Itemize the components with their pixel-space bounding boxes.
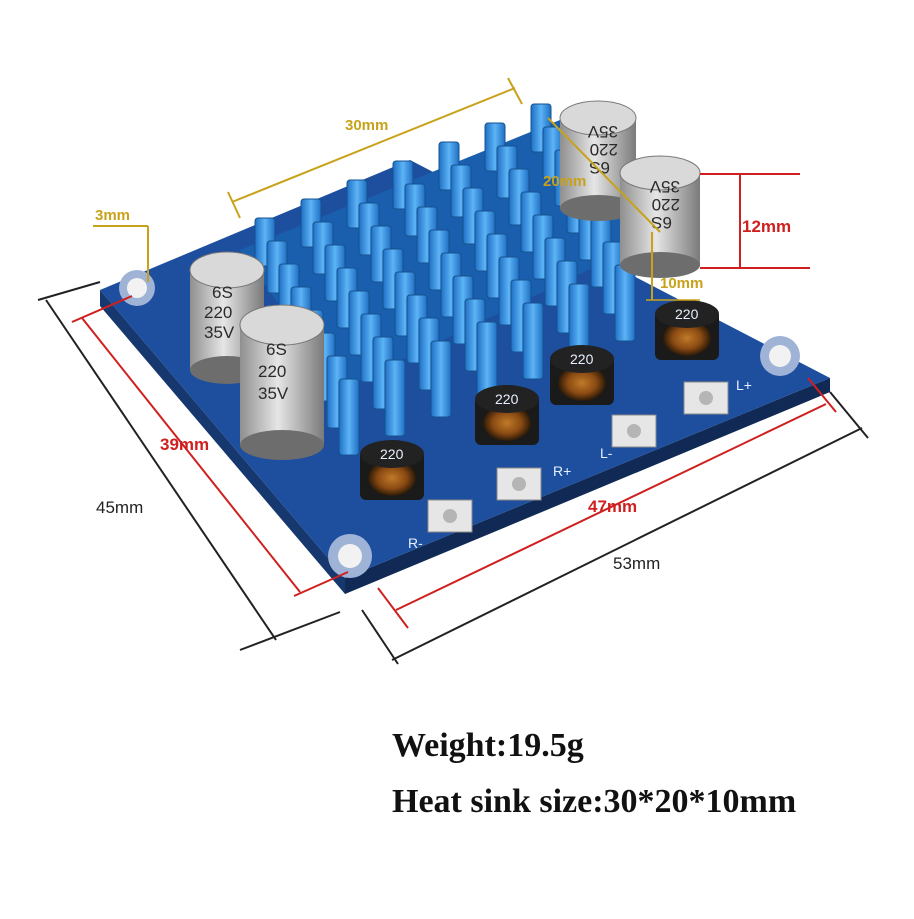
capacitor-label: 35V [204,323,235,342]
terminal-pad-l-plus: L+ [683,377,752,415]
terminal-label: R- [408,535,423,551]
dimension-label: 39mm [160,435,209,454]
dimension-heatsink-length: 30mm [227,77,523,219]
mounting-hole-bottom [328,534,372,578]
inductor-label: 220 [495,391,519,407]
dimension-label: 47mm [588,497,637,516]
inductor: 220 [655,300,719,360]
capacitor-label: 220 [258,362,286,381]
pcb-edge [100,290,345,594]
dimension-label: 10mm [660,275,703,292]
dimension-label: 53mm [613,554,660,573]
inductor: 220 [550,345,614,405]
capacitor-label: 35V [258,384,289,403]
inductor-label: 220 [380,446,404,462]
mounting-hole-left [119,270,155,306]
dimension-hole-spacing-short: 39mm [71,295,349,597]
terminal-label: R+ [553,463,571,479]
capacitor: 6S 220 35V [239,304,325,460]
capacitor-label: 6S [212,283,233,302]
capacitor: 6S 220 35V [619,155,701,278]
heatsink-fin [384,359,406,437]
dimension-board-length: 53mm [361,391,869,665]
capacitor-label: 6S [651,213,672,232]
dimension-label: 20mm [543,173,586,190]
dimension-heatsink-height: 12mm [700,173,810,269]
terminal-label: L+ [736,377,752,393]
inductor: 220 [360,440,424,500]
dimension-label: 30mm [345,117,388,134]
terminal-pad-r-plus: R+ [496,463,571,501]
dimension-label: 3mm [95,207,130,224]
heatsink-fin [338,378,360,456]
dimension-label: 45mm [96,498,143,517]
capacitor-label: 220 [652,195,680,214]
dimension-fin-gap: 10mm [646,232,703,301]
capacitor-label: 6S [266,340,287,359]
terminal-label: L- [600,445,613,461]
capacitor-label: 35V [649,177,680,196]
inductor-label: 220 [570,351,594,367]
terminal-pad-r-minus: R- [408,499,473,551]
capacitor-label: 6S [589,158,610,177]
dimension-mount-inset: 3mm [93,207,149,282]
weight-caption: Weight:19.5g [392,727,584,764]
capacitor-label: 220 [590,140,618,159]
inductor: 220 [475,385,539,445]
terminal-pad-l-minus: L- [600,414,657,461]
heatsink-fin [430,340,452,418]
inductor-label: 220 [675,306,699,322]
heatsink [240,103,650,456]
heatsink-fin [614,264,636,342]
capacitor-label: 35V [587,122,618,141]
pcb-edge-right [345,378,830,594]
dimension-heatsink-width: 20mm [543,117,661,233]
dimension-label: 12mm [742,217,791,236]
dimension-board-width: 45mm [37,281,341,651]
mounting-hole-right [760,336,800,376]
capacitor-label: 220 [204,303,232,322]
dimension-hole-spacing-long: 47mm [377,377,837,629]
heatsink-size-caption: Heat sink size:30*20*10mm [392,783,797,820]
heatsink-fin [522,302,544,380]
